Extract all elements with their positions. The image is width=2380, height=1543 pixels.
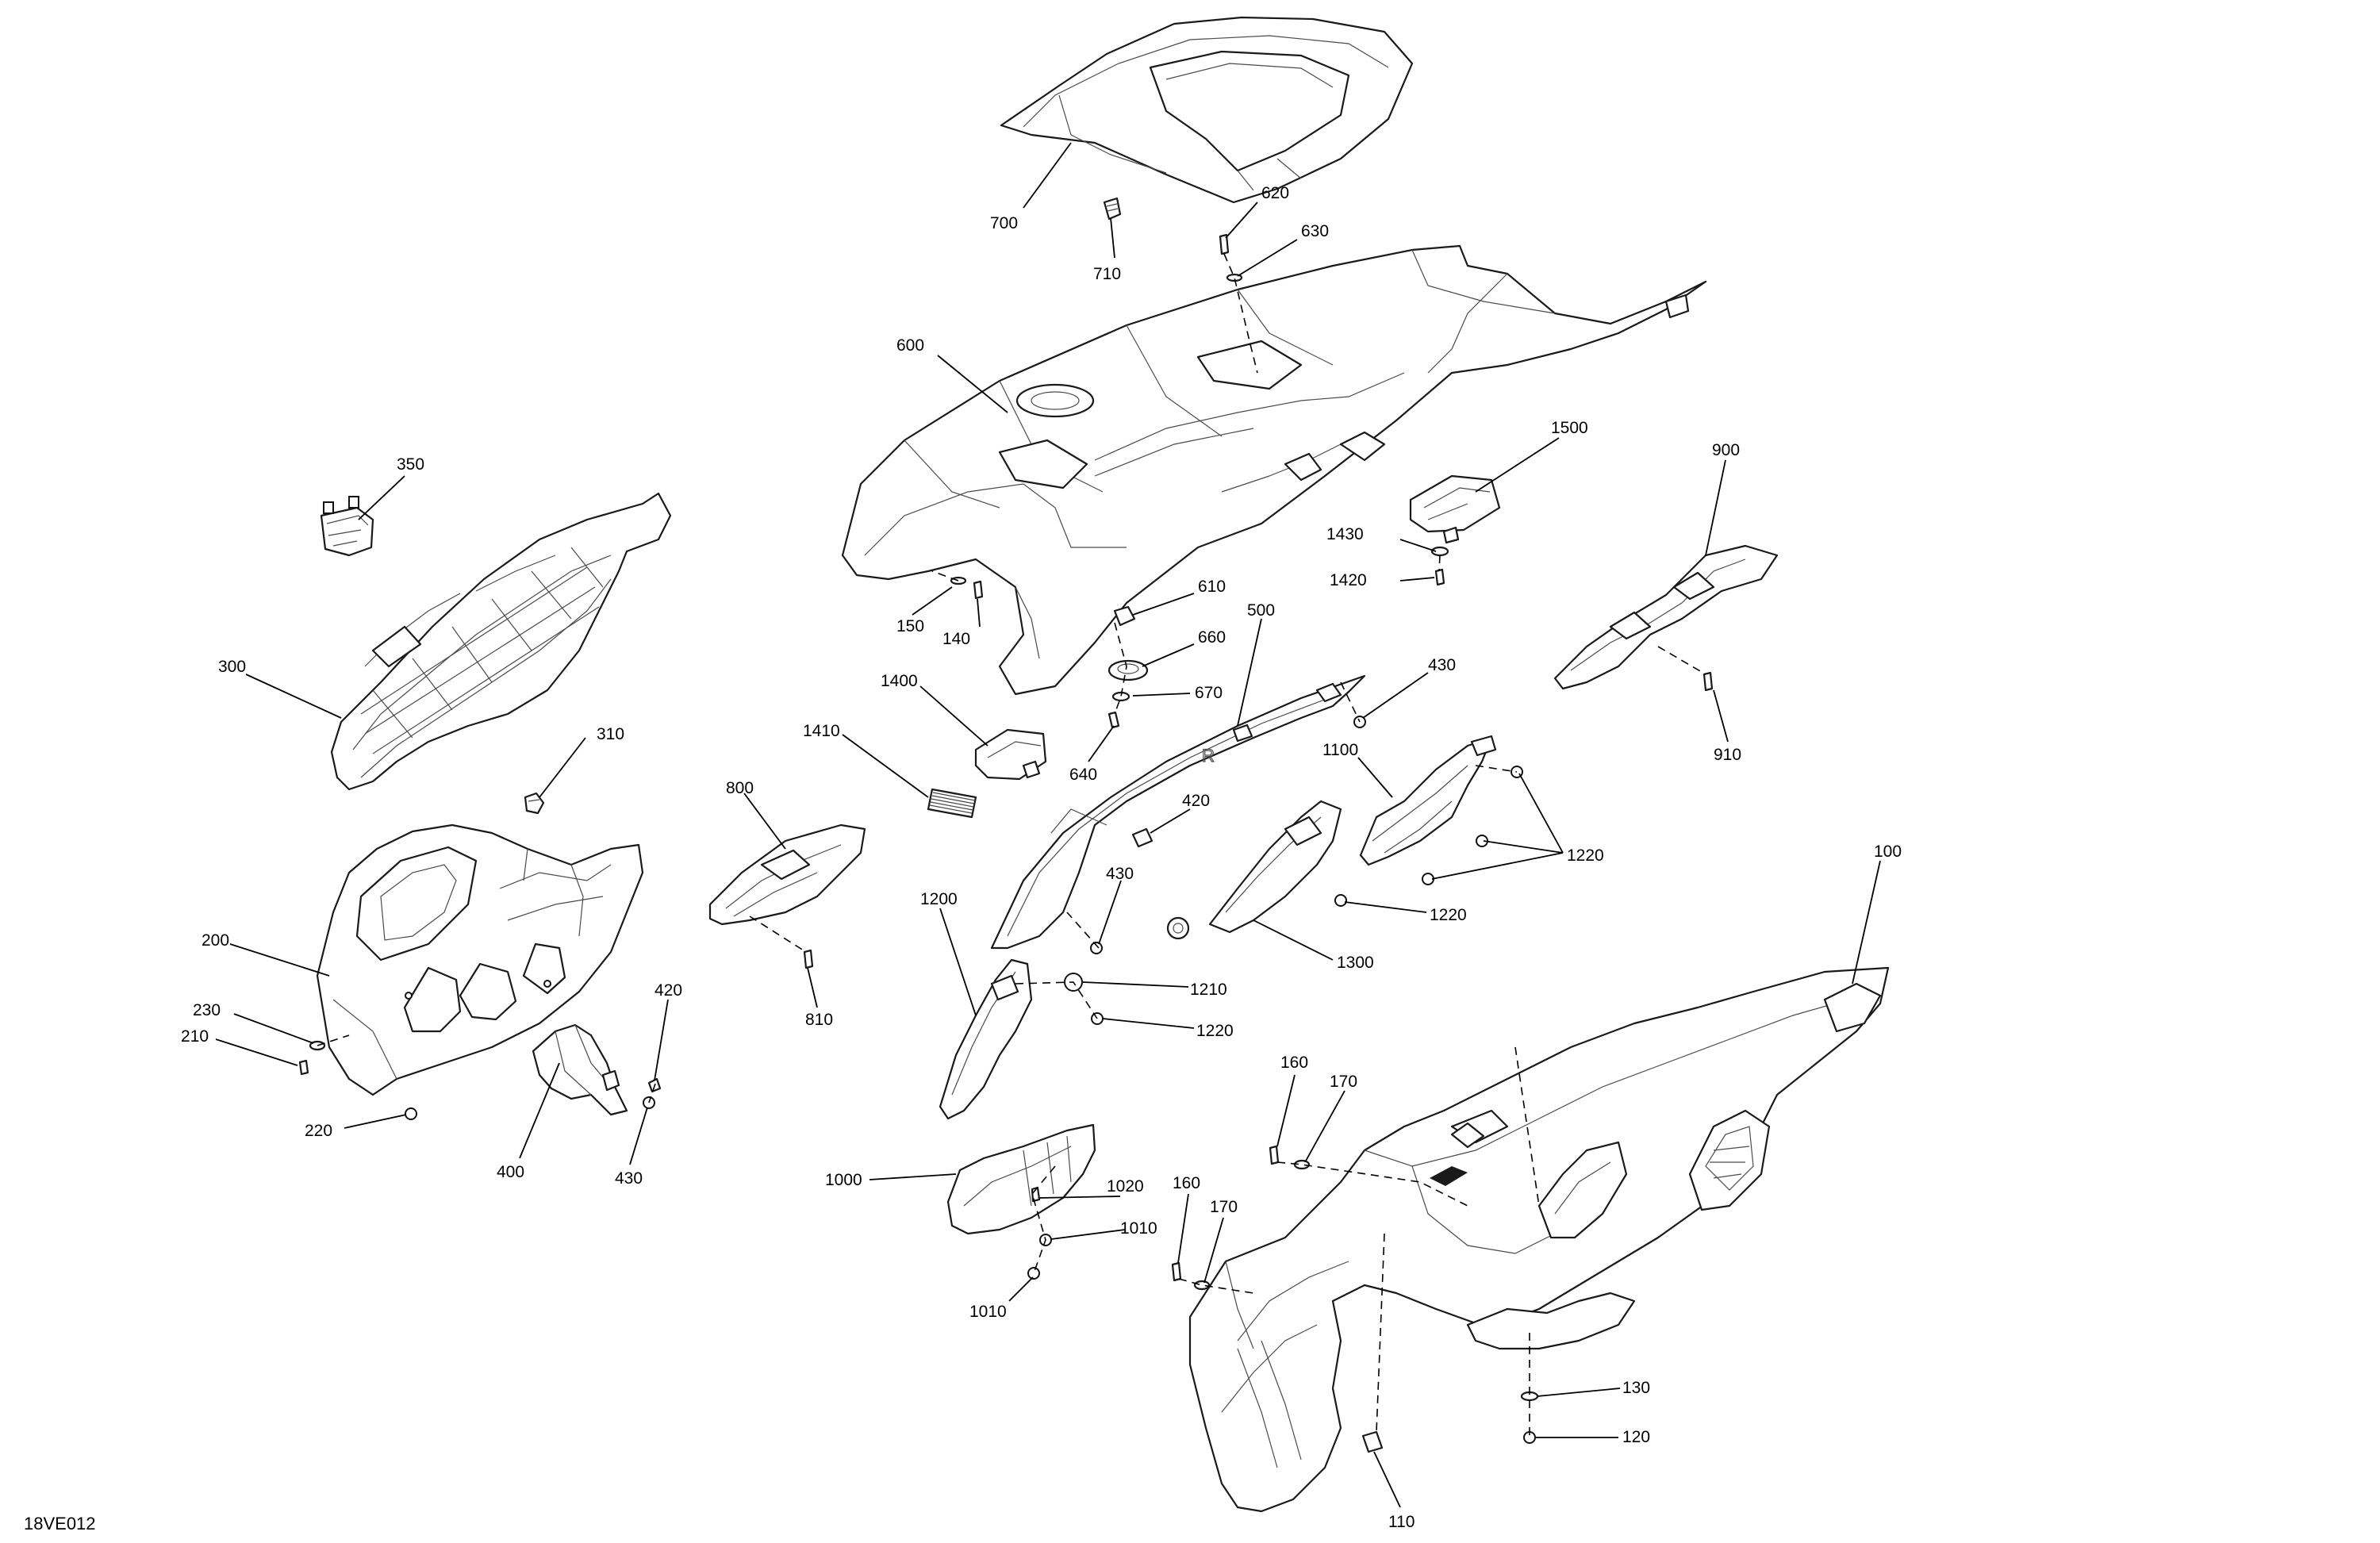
callout-230: 230 (193, 1001, 221, 1019)
callout-210: 210 (181, 1027, 209, 1046)
part-300-grid-panel (330, 492, 672, 791)
callout-1010-lower: 1010 (969, 1303, 1007, 1321)
callout-1400: 1400 (881, 672, 918, 690)
callout-400: 400 (497, 1163, 524, 1181)
callout-170-lower: 170 (1210, 1198, 1238, 1216)
part-900-bracket (1553, 544, 1779, 690)
part-640-screw (1107, 711, 1120, 729)
callout-420-mid: 420 (1182, 792, 1210, 810)
callout-120: 120 (1622, 1428, 1650, 1446)
callout-1000: 1000 (825, 1171, 862, 1189)
callout-430-mid: 430 (1106, 865, 1134, 883)
callout-630: 630 (1301, 222, 1329, 240)
callout-900: 900 (1712, 441, 1740, 459)
callout-1210: 1210 (1190, 981, 1227, 999)
part-1300-bracket (1208, 800, 1342, 934)
callout-130: 130 (1622, 1379, 1650, 1397)
callout-160-upper: 160 (1280, 1054, 1308, 1072)
callout-1020: 1020 (1107, 1177, 1144, 1196)
part-600-upper-dashboard (841, 244, 1707, 696)
part-1210-grommet (1166, 916, 1190, 940)
part-500-trim-panel: R (990, 674, 1366, 950)
callout-100: 100 (1874, 843, 1902, 861)
callout-500: 500 (1247, 601, 1275, 620)
callout-670: 670 (1195, 684, 1223, 702)
callout-430-lower: 430 (615, 1169, 643, 1188)
callout-810: 810 (805, 1011, 833, 1029)
part-1400-bracket (974, 728, 1047, 781)
part-200-glovebox-tub (316, 823, 644, 1096)
callout-700: 700 (990, 214, 1018, 232)
callout-1220-right: 1220 (1567, 846, 1604, 865)
callout-1200: 1200 (920, 890, 958, 908)
part-350-latch (320, 496, 374, 557)
part-800-bracket (708, 823, 866, 926)
callout-710: 710 (1093, 265, 1121, 283)
callout-110: 110 (1388, 1513, 1415, 1531)
callout-1220-lower: 1220 (1196, 1022, 1234, 1040)
callout-910: 910 (1714, 746, 1741, 764)
callout-160-lower: 160 (1173, 1174, 1200, 1192)
part-1000-lower-panel (946, 1123, 1096, 1235)
callout-800: 800 (726, 779, 754, 797)
callout-420-lower: 420 (654, 981, 682, 1000)
part-610-clip (1113, 605, 1136, 627)
callout-640: 640 (1069, 766, 1097, 784)
callout-300: 300 (218, 658, 246, 676)
callout-350: 350 (397, 455, 424, 474)
leader-lines (215, 142, 1881, 1508)
part-310-fastener (524, 792, 545, 815)
part-700-console-cover (1000, 16, 1414, 204)
callout-1300: 1300 (1337, 954, 1374, 972)
callout-430-upper: 430 (1428, 656, 1456, 674)
svg-text:R: R (1202, 746, 1215, 766)
callout-1220-center: 1220 (1430, 906, 1467, 924)
callout-labels: 700 710 620 630 600 1500 1430 1420 900 9… (181, 184, 1902, 1531)
part-1200-bracket (939, 958, 1033, 1120)
callout-140: 140 (942, 630, 970, 648)
callout-150: 150 (896, 617, 924, 635)
callout-610: 610 (1198, 578, 1226, 596)
callout-1420: 1420 (1330, 571, 1367, 589)
callout-660: 660 (1198, 628, 1226, 647)
part-670-washer (1111, 691, 1130, 702)
part-100-dashboard-frame (1188, 966, 1890, 1513)
part-1410-vent-grille (927, 788, 977, 819)
callout-600: 600 (896, 336, 924, 355)
callout-1410: 1410 (803, 722, 840, 740)
callout-1100: 1100 (1322, 741, 1358, 759)
callout-1430: 1430 (1326, 525, 1364, 543)
reference-code: 18VE012 (24, 1514, 96, 1533)
callout-200: 200 (202, 931, 229, 950)
part-1500-bracket (1409, 474, 1501, 544)
assembly-lines (317, 253, 1706, 1437)
callout-310: 310 (597, 725, 624, 743)
callout-170-upper: 170 (1330, 1073, 1357, 1091)
callout-220: 220 (305, 1122, 332, 1140)
part-710-clip (1103, 197, 1122, 221)
callout-620: 620 (1261, 184, 1289, 202)
callout-1010-right: 1010 (1120, 1219, 1157, 1238)
part-420-clip (1131, 827, 1154, 848)
part-110-clip (1361, 1430, 1384, 1453)
part-1100-side-panel (1359, 735, 1497, 866)
part-660-grommet (1107, 659, 1149, 681)
callout-1500: 1500 (1551, 419, 1588, 437)
part-400-flap (532, 1023, 628, 1116)
